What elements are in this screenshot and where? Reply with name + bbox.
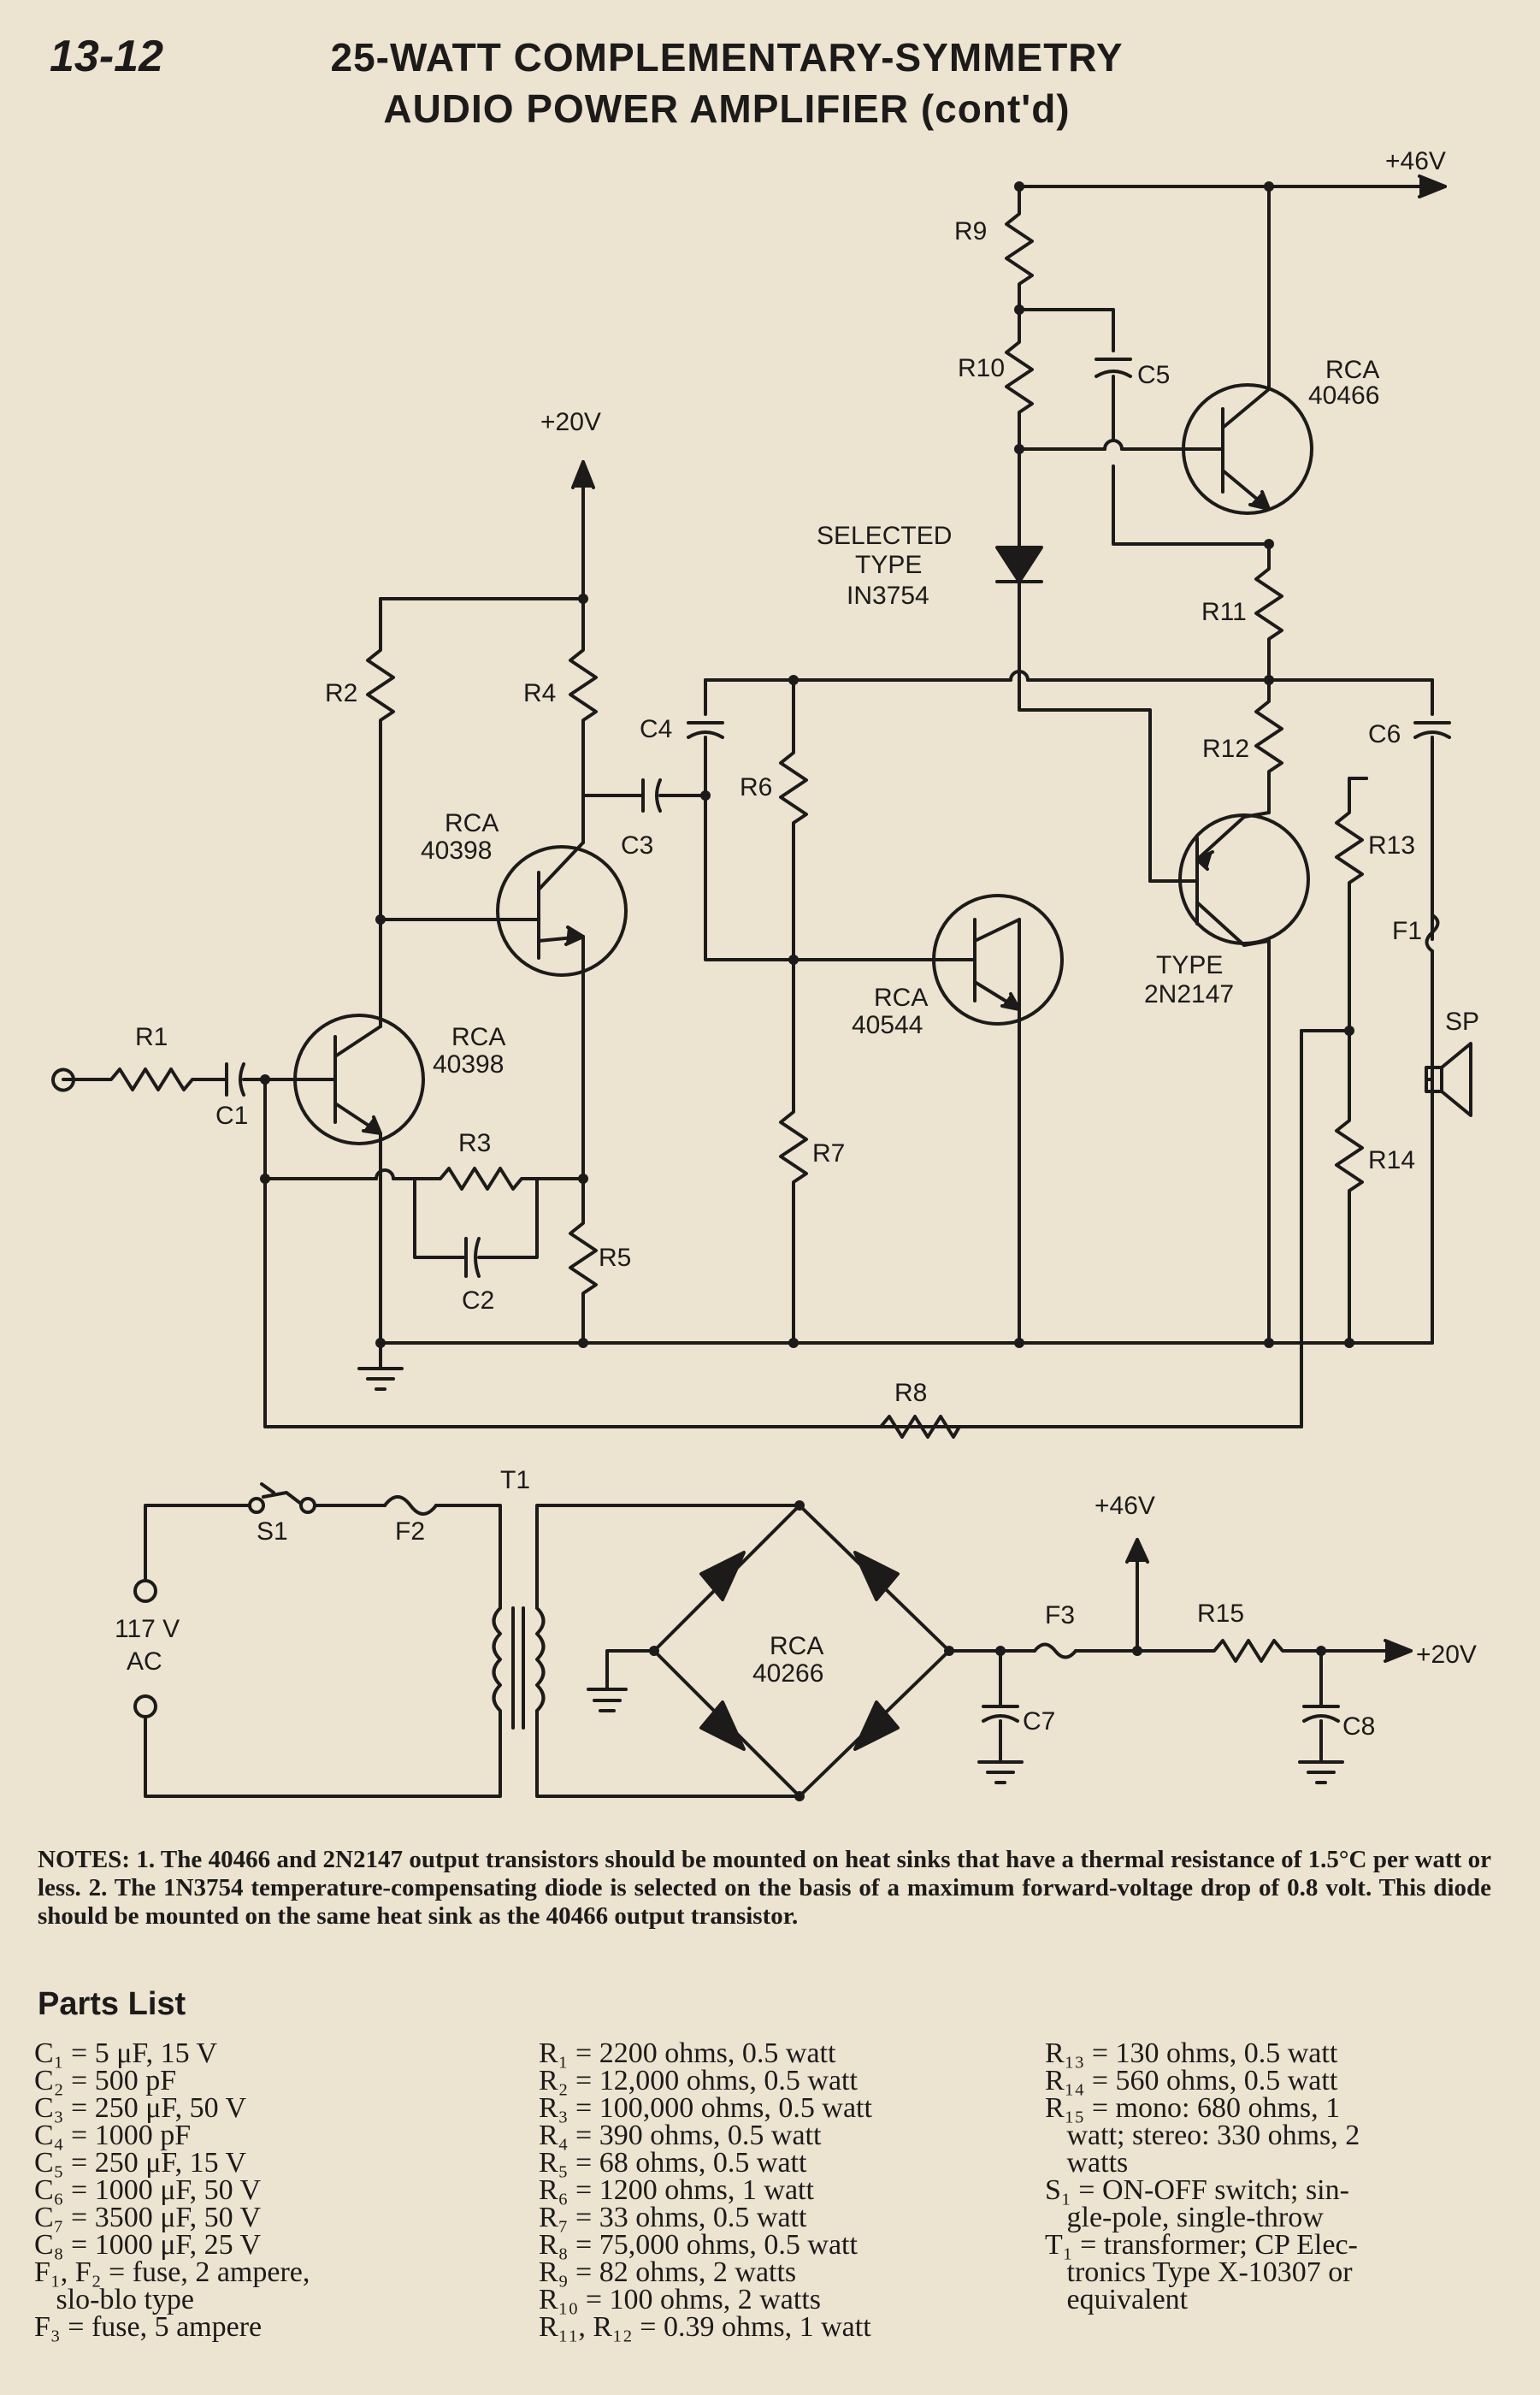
part-entry: C₈ = 1000 μF, 25 V bbox=[34, 2229, 262, 2261]
label-20v-psu: +20V bbox=[1416, 1641, 1477, 1669]
parts-column-2: R₁ = 2200 ohms, 0.5 watt R₂ = 12,000 ohm… bbox=[539, 2037, 1018, 2343]
label-diode-line-1: SELECTED bbox=[817, 522, 952, 550]
label-q2-rca: RCA bbox=[445, 809, 499, 837]
label-46v-psu: +46V bbox=[1095, 1492, 1155, 1520]
label-c3: C3 bbox=[621, 831, 653, 860]
label-r12: R12 bbox=[1202, 735, 1249, 763]
label-t1: T1 bbox=[500, 1466, 530, 1494]
label-c8: C8 bbox=[1342, 1712, 1375, 1741]
part-entry: F₃ = fuse, 5 ampere bbox=[34, 2311, 263, 2343]
label-r7: R7 bbox=[812, 1139, 845, 1168]
label-20v-top: +20V bbox=[540, 408, 601, 436]
parts-column-3: R₁₃ = 130 ohms, 0.5 watt R₁₄ = 560 ohms,… bbox=[1045, 2037, 1498, 2315]
part-entry: R₁ = 2200 ohms, 0.5 watt bbox=[539, 2037, 836, 2069]
part-entry: gle-pole, single-throw bbox=[1045, 2202, 1324, 2233]
schematic-diagram: +46V +20V R9 R10 C5 RCA 40466 SELECTED T… bbox=[51, 147, 1479, 1801]
label-r4: R4 bbox=[523, 679, 556, 707]
label-q3-type: 40544 bbox=[852, 1011, 923, 1039]
page-number: 13-12 bbox=[50, 32, 163, 81]
part-entry: C₃ = 250 μF, 50 V bbox=[34, 2092, 247, 2124]
part-entry: R₅ = 68 ohms, 0.5 watt bbox=[539, 2147, 807, 2179]
part-entry: tronics Type X-10307 or bbox=[1045, 2256, 1353, 2288]
label-f3: F3 bbox=[1045, 1601, 1075, 1629]
part-entry: R₁₃ = 130 ohms, 0.5 watt bbox=[1045, 2037, 1338, 2069]
label-r10: R10 bbox=[958, 354, 1005, 382]
part-entry: R₂ = 12,000 ohms, 0.5 watt bbox=[539, 2065, 858, 2096]
part-entry: R₃ = 100,000 ohms, 0.5 watt bbox=[539, 2092, 872, 2124]
schematic-labels: +46V +20V R9 R10 C5 RCA 40466 SELECTED T… bbox=[115, 147, 1479, 1741]
part-entry: R₈ = 75,000 ohms, 0.5 watt bbox=[539, 2229, 858, 2261]
label-c7: C7 bbox=[1023, 1707, 1055, 1736]
label-r14: R14 bbox=[1368, 1146, 1415, 1174]
label-q5-type-word: TYPE bbox=[1156, 951, 1223, 979]
label-f1: F1 bbox=[1392, 917, 1422, 945]
label-c5: C5 bbox=[1137, 361, 1170, 389]
title-line-2: AUDIO POWER AMPLIFIER (cont'd) bbox=[383, 86, 1071, 131]
part-entry: C₄ = 1000 pF bbox=[34, 2120, 192, 2151]
label-r6: R6 bbox=[740, 773, 772, 801]
part-entry: watt; stereo: 330 ohms, 2 bbox=[1045, 2120, 1360, 2151]
wires bbox=[51, 174, 1472, 1798]
part-entry: R₁₁, R₁₂ = 0.39 ohms, 1 watt bbox=[539, 2311, 871, 2343]
part-entry: C₆ = 1000 μF, 50 V bbox=[34, 2174, 262, 2206]
label-q1-rca: RCA bbox=[451, 1023, 505, 1051]
parts-list-heading: Parts List bbox=[38, 1986, 186, 2022]
part-entry: R₁₅ = mono: 680 ohms, 1 bbox=[1045, 2092, 1341, 2124]
parts-column-1: C₁ = 5 μF, 15 V C₂ = 500 pF C₃ = 250 μF,… bbox=[34, 2037, 513, 2343]
label-r9: R9 bbox=[954, 217, 987, 245]
label-q3-rca: RCA bbox=[874, 984, 928, 1012]
part-entry: C₁ = 5 μF, 15 V bbox=[34, 2037, 218, 2069]
label-ac-voltage: 117 V bbox=[115, 1615, 180, 1643]
label-r2: R2 bbox=[325, 679, 357, 707]
label-bridge-rca: RCA bbox=[770, 1632, 823, 1660]
part-entry: slo-blo type bbox=[34, 2284, 194, 2315]
part-entry: R₉ = 82 ohms, 2 watts bbox=[539, 2256, 797, 2288]
label-q5-type: 2N2147 bbox=[1144, 980, 1234, 1008]
label-bridge-type: 40266 bbox=[752, 1659, 823, 1688]
part-entry: R₄ = 390 ohms, 0.5 watt bbox=[539, 2120, 822, 2151]
junction-dots bbox=[260, 181, 1354, 1801]
part-entry: T₁ = transformer; CP Elec- bbox=[1045, 2229, 1358, 2261]
label-r3: R3 bbox=[458, 1129, 491, 1157]
label-c6: C6 bbox=[1368, 720, 1401, 748]
label-46v-top: +46V bbox=[1385, 147, 1446, 175]
notes-paragraph: NOTES: 1. The 40466 and 2N2147 output tr… bbox=[38, 1846, 1491, 1930]
part-entry: S₁ = ON-OFF switch; sin- bbox=[1045, 2174, 1349, 2206]
label-diode-line-3: IN3754 bbox=[847, 582, 929, 610]
label-r15: R15 bbox=[1197, 1600, 1244, 1628]
label-q1-type: 40398 bbox=[433, 1050, 504, 1079]
label-ac: AC bbox=[127, 1647, 162, 1676]
label-c2: C2 bbox=[462, 1286, 494, 1315]
part-entry: F₁, F₂ = fuse, 2 ampere, bbox=[34, 2256, 310, 2288]
part-entry: R₁₄ = 560 ohms, 0.5 watt bbox=[1045, 2065, 1338, 2096]
label-r11: R11 bbox=[1201, 598, 1247, 626]
part-entry: C₂ = 500 pF bbox=[34, 2065, 177, 2096]
label-s1: S1 bbox=[257, 1517, 288, 1546]
label-c1: C1 bbox=[215, 1102, 248, 1130]
part-entry: R₆ = 1200 ohms, 1 watt bbox=[539, 2174, 814, 2206]
label-diode-line-2: TYPE bbox=[855, 551, 922, 579]
part-entry: R₁₀ = 100 ohms, 2 watts bbox=[539, 2284, 822, 2315]
part-entry: equivalent bbox=[1045, 2284, 1189, 2315]
part-entry: R₇ = 33 ohms, 0.5 watt bbox=[539, 2202, 807, 2233]
part-entry: C₇ = 3500 μF, 50 V bbox=[34, 2202, 262, 2233]
label-c4: C4 bbox=[640, 715, 672, 743]
label-q4-type: 40466 bbox=[1308, 381, 1379, 410]
label-q4-rca: RCA bbox=[1325, 356, 1379, 384]
label-q2-type: 40398 bbox=[421, 837, 492, 865]
label-r8: R8 bbox=[894, 1379, 927, 1407]
label-r13: R13 bbox=[1368, 831, 1415, 860]
title-line-1: 25-WATT COMPLEMENTARY-SYMMETRY bbox=[330, 35, 1124, 80]
label-r5: R5 bbox=[599, 1244, 631, 1272]
label-r1: R1 bbox=[135, 1023, 168, 1051]
part-entry: watts bbox=[1045, 2147, 1129, 2179]
part-entry: C₅ = 250 μF, 15 V bbox=[34, 2147, 247, 2179]
label-f2: F2 bbox=[395, 1517, 425, 1546]
label-sp: SP bbox=[1445, 1008, 1479, 1036]
